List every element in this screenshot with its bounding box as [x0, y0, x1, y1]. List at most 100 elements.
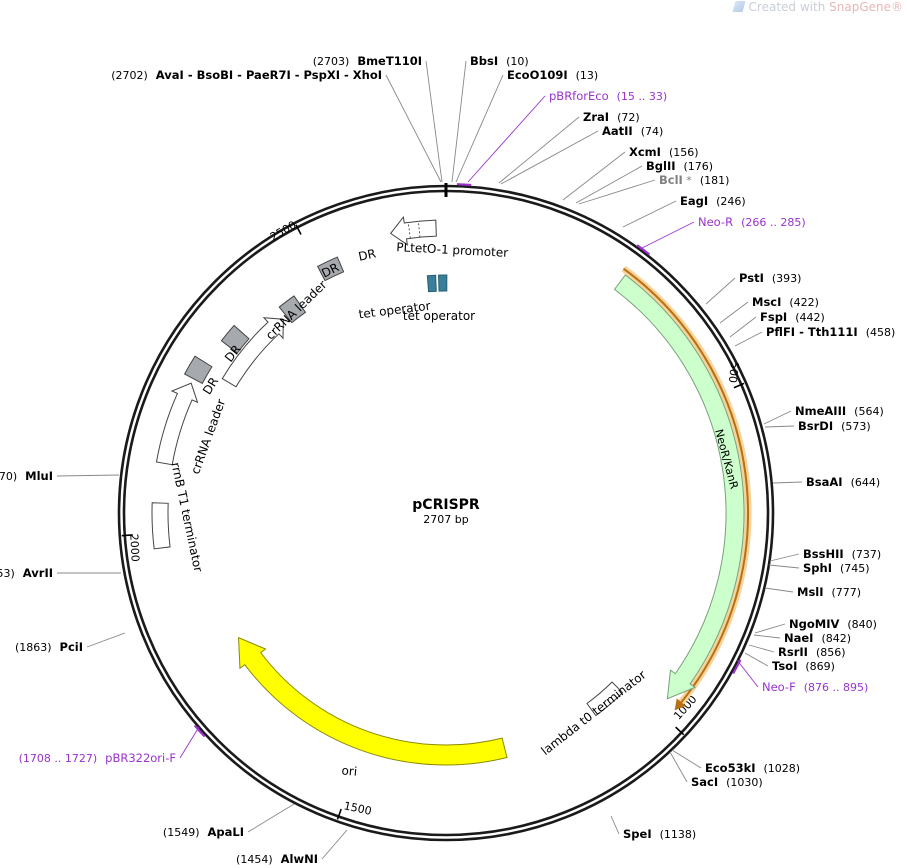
- site-label-eagi: EagI(246): [680, 194, 746, 208]
- orf-line: [622, 267, 749, 704]
- site-label-bmet110i: (2703)BmeT110I: [313, 54, 422, 68]
- site-star: *: [683, 174, 692, 187]
- site-label-tsoi: TsoI(869): [772, 659, 835, 673]
- site-position: (876 .. 895): [804, 681, 869, 694]
- feature-rrnb-t1-terminator-box: [151, 502, 171, 550]
- site-name: PflFI - Tth111I: [766, 325, 858, 339]
- feature-tet-operator-box: [426, 274, 437, 293]
- feature-crrna-leader-arrow: [155, 382, 199, 466]
- leader-line: [764, 587, 794, 593]
- site-position: (1028): [764, 762, 801, 775]
- leader-line: [575, 165, 643, 204]
- site-position: (13): [576, 69, 599, 82]
- tick-label: 2000: [127, 533, 141, 562]
- site-name: TsoI: [772, 659, 797, 673]
- site-label-rsrii: RsrII(856): [778, 645, 846, 659]
- watermark-brand: SnapGene: [829, 0, 891, 14]
- leader-line: [719, 301, 749, 324]
- promoter-operator-mark: [407, 222, 411, 239]
- watermark-reg: ®: [891, 0, 903, 14]
- site-name: PciI: [60, 640, 83, 654]
- site-name: PstI: [739, 271, 764, 285]
- site-label-saci: SacI (1030): [691, 775, 763, 789]
- site-name: AatII: [602, 124, 633, 138]
- site-position: (246): [716, 195, 746, 208]
- site-position: (176): [684, 160, 714, 173]
- leader-line: [769, 553, 800, 562]
- tick-label: 500: [726, 361, 741, 383]
- plasmid-name: pCRISPR: [412, 497, 480, 513]
- leader-line: [610, 815, 620, 835]
- watermark-prefix: Created with: [748, 0, 830, 14]
- site-position: (842): [821, 632, 851, 645]
- leader-line: [562, 151, 626, 201]
- site-position: (266 .. 285): [741, 216, 806, 229]
- site-name: SacI: [691, 775, 718, 789]
- leader-line: [669, 751, 688, 783]
- leader-line: [772, 481, 803, 484]
- feature-label-crrna-leader: crRNA leader: [263, 278, 330, 343]
- site-name: MluI: [25, 469, 53, 483]
- feature-lambda-t0-terminator-box: [586, 681, 624, 717]
- site-name: MslI: [797, 585, 824, 599]
- leader-line: [622, 200, 677, 228]
- site-position: (564): [854, 405, 884, 418]
- site-position: (10): [506, 55, 529, 68]
- site-name: ApaLI: [208, 825, 245, 839]
- site-position: (840): [847, 618, 877, 631]
- site-label-eco53ki: Eco53kI(1028): [705, 761, 800, 775]
- tick-mark: [336, 808, 342, 820]
- site-label-ngomiv: NgoMIV (840): [789, 617, 877, 631]
- site-name: NmeAIII: [795, 404, 846, 418]
- tick-label: 2500: [268, 218, 299, 243]
- site-name: NaeI: [784, 631, 813, 645]
- leader-line: [671, 749, 702, 769]
- site-name: AlwNI: [281, 852, 318, 866]
- site-position: (2702): [111, 69, 148, 82]
- feature-pltet-promoter-arrow: [389, 215, 437, 246]
- feature-label-crrna-leader: crRNA leader: [188, 397, 228, 476]
- site-name: AvaI - BsoBI - PaeR7I - PspXI - XhoI: [156, 68, 382, 82]
- site-name: BsrDI: [798, 419, 833, 433]
- leader-line: [768, 564, 800, 569]
- leader-line: [744, 652, 769, 667]
- site-label-bbsi: BbsI (10): [470, 54, 529, 68]
- site-name: Neo-F: [762, 680, 796, 694]
- snapgene-watermark: Created with SnapGene®: [732, 0, 903, 14]
- primer-label-neo-r: Neo-R (266 .. 285): [698, 215, 806, 229]
- feature-dr-box: [316, 256, 345, 282]
- site-label-nmeaiii: NmeAIII (564): [795, 404, 884, 418]
- site-label-zrai: ZraI (72): [583, 110, 640, 124]
- site-position: (737): [852, 548, 882, 561]
- leader-line: [498, 116, 580, 184]
- leader-line: [754, 623, 786, 634]
- leader-line: [639, 221, 695, 250]
- site-position: (1549): [163, 826, 200, 839]
- site-label-xcmi: XcmI(156): [629, 145, 699, 159]
- site-label-pcii: (1863)PciI: [15, 640, 83, 654]
- plasmid-length: 2707 bp: [423, 513, 468, 526]
- leader-line: [578, 179, 656, 205]
- site-name: ZraI: [583, 110, 609, 124]
- site-position: (1030): [726, 776, 763, 789]
- site-name: SphI: [803, 561, 832, 575]
- site-name: BbsI: [470, 54, 498, 68]
- feature-dr-box: [220, 324, 250, 354]
- site-name: RsrII: [778, 645, 808, 659]
- site-labels: (2703)BmeT110I (2702) AvaI - BsoBI - PaeR7…: [0, 54, 895, 866]
- site-name: NgoMIV: [789, 617, 839, 631]
- feature-ori-arrow: [238, 636, 508, 766]
- site-name: Neo-R: [698, 215, 733, 229]
- site-position: (72): [617, 111, 640, 124]
- site-position: (1138): [660, 828, 697, 841]
- site-name: BssHII: [803, 547, 844, 561]
- site-label-bsshii: BssHII (737): [803, 547, 881, 561]
- promoter-operator-mark: [418, 221, 421, 238]
- leader-line: [425, 60, 443, 183]
- site-position: (442): [795, 311, 825, 324]
- site-name: BmeT110I: [357, 54, 422, 68]
- leader-line: [500, 130, 599, 185]
- tick-mark: [121, 534, 133, 537]
- feature-dr-box: [183, 355, 213, 385]
